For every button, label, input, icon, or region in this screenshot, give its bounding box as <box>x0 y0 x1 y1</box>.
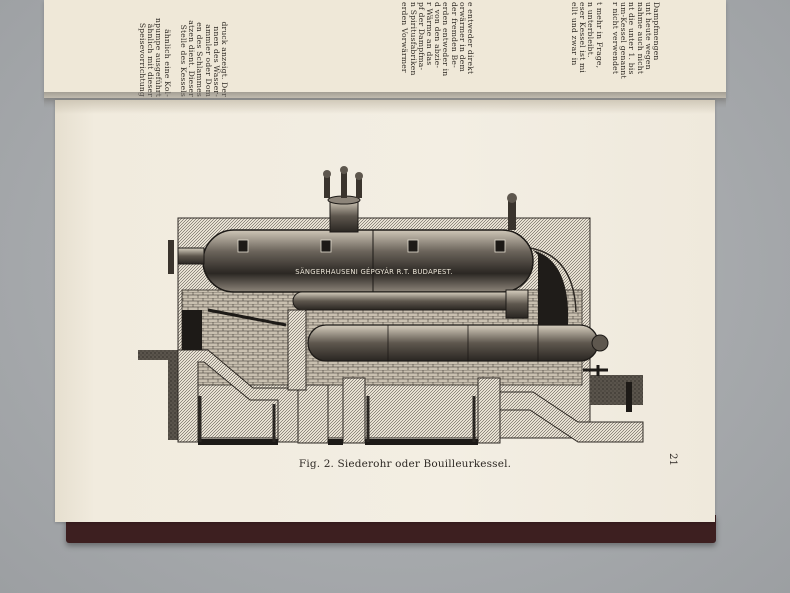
text-line: druck anzeigt. Der <box>220 21 228 97</box>
text-line: d von den abzie- <box>433 2 443 69</box>
text-line <box>171 2 179 97</box>
text-line <box>603 2 611 97</box>
text-line: Speisevorrichtung <box>138 22 148 97</box>
text-line: en des Schlammes <box>195 22 205 97</box>
page-number: 21 <box>666 453 678 466</box>
text-line: erden entweder in <box>441 2 451 77</box>
text-line: ähnlich eine Kol- <box>162 29 172 97</box>
text-line: nahme auch nicht <box>635 2 645 75</box>
text-line: Stelle des Kessels <box>179 24 189 97</box>
text-line: orwärmer in dem <box>457 2 467 72</box>
text-line: n unterbleibt. <box>586 2 596 58</box>
text-line: npumpe ausgeführt <box>154 18 164 97</box>
figure-caption: Fig. 2. Siederohr oder Bouilleurkessel. <box>298 458 512 470</box>
boiler-inscription: SÄNGERHAUSENI GÉPGYÁR R.T. BUDAPEST. <box>295 267 453 276</box>
text-line: der fremden Be- <box>449 2 459 68</box>
text-line: r Wärme an das <box>425 2 435 66</box>
text-line: ammler oder Dom <box>203 24 213 97</box>
text-line: t mehr in Frage, <box>594 2 604 69</box>
text-line: ähnlich mit dieser <box>146 23 156 97</box>
boiler-engraving: SÄNGERHAUSENI GÉPGYÁR R.T. BUDAPEST. <box>138 166 644 445</box>
text-line: pf der Dampfma- <box>416 2 426 71</box>
text-line: unt heute wegen <box>643 2 653 70</box>
text-line: n Spiritusfabriken <box>408 2 418 76</box>
text-line: erden Vorwärmer <box>400 2 410 73</box>
text-line: Dampfmengen <box>652 2 660 61</box>
text-line: um-Kessel genannt <box>619 2 629 79</box>
text-line: ellt und zwar in <box>570 2 580 66</box>
page-gutter-shadow <box>55 100 715 114</box>
text-line: atzen dient. Dieser <box>187 20 197 97</box>
text-line: eser Kessel ist mi <box>578 2 588 74</box>
text-line: nnen des Wasser- <box>211 26 221 97</box>
text-line: nt die unter 1. bis <box>627 2 637 75</box>
text-line: r nicht verwendet <box>611 2 621 75</box>
text-line: e entweder direkt <box>466 2 474 75</box>
